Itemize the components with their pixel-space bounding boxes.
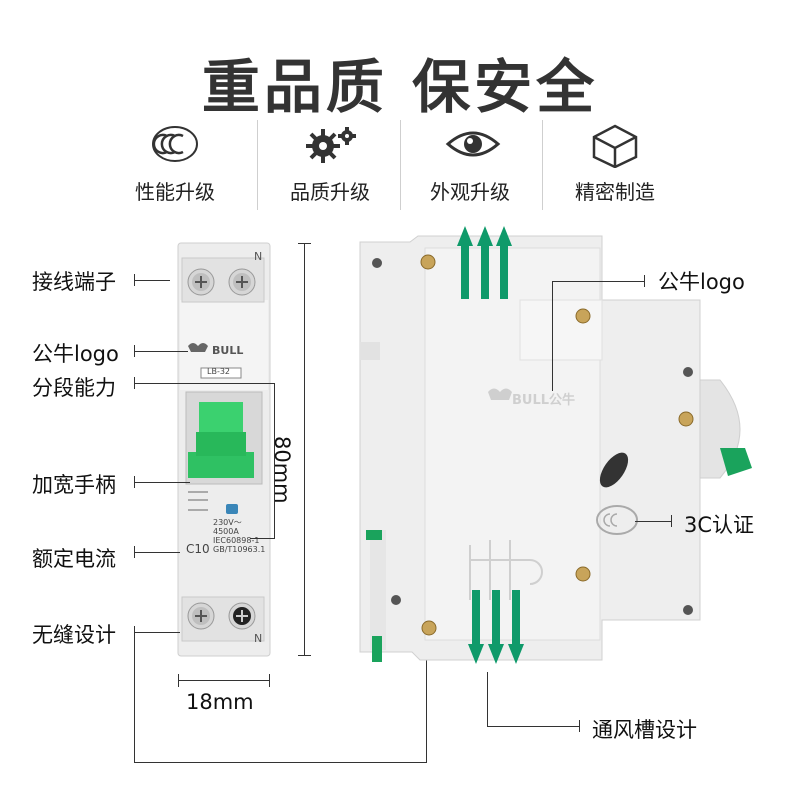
dimension-line-height — [304, 243, 305, 656]
callout-line — [274, 383, 275, 538]
feature-label: 精密制造 — [575, 180, 655, 204]
dimension-tick — [298, 243, 311, 244]
callout-line — [134, 476, 135, 488]
divider — [542, 120, 543, 210]
callout-vent: 通风槽设计 — [592, 718, 697, 742]
callout-rated: 额定电流 — [32, 547, 116, 571]
callout-line — [134, 383, 274, 384]
callout-line — [250, 538, 275, 539]
divider — [257, 120, 258, 210]
dimension-tick — [298, 655, 311, 656]
spec-block: 230V～ 4500A IEC60898-1 GB/T10963.1 — [213, 518, 265, 554]
terminal-mark: N — [254, 250, 263, 263]
voltage-text: 230V～ — [213, 518, 242, 527]
callout-line — [134, 274, 135, 286]
gears-icon — [306, 127, 356, 163]
capacity-text: 4500A — [213, 527, 239, 536]
callout-line — [487, 726, 579, 727]
dimension-tick — [269, 674, 270, 687]
standard-text: GB/T10963.1 — [213, 545, 266, 554]
dimension-tick — [178, 674, 179, 687]
callout-line — [134, 345, 135, 357]
feature-performance: 性能升级 — [105, 118, 245, 218]
callout-line — [552, 281, 553, 391]
breaker-side-view — [359, 226, 752, 664]
callout-handle: 加宽手柄 — [32, 473, 116, 497]
callout-line — [134, 280, 170, 281]
divider — [400, 120, 401, 210]
callout-seamless: 无缝设计 — [32, 623, 116, 647]
dimension-line-width — [178, 680, 270, 681]
callout-cert: 3C认证 — [684, 513, 755, 537]
callout-line — [671, 515, 672, 527]
callout-line — [635, 521, 671, 522]
callout-line — [134, 552, 180, 553]
callout-line — [487, 672, 488, 726]
callout-line — [134, 626, 135, 762]
side-brand-emboss: BULL公牛 — [512, 393, 576, 408]
callout-breaking: 分段能力 — [32, 376, 116, 400]
callout-line — [644, 275, 645, 287]
feature-label: 品质升级 — [290, 180, 370, 204]
callout-line — [134, 632, 180, 633]
feature-precision: 精密制造 — [545, 118, 685, 218]
callout-line — [134, 482, 190, 483]
model-label: LB-32 — [207, 367, 231, 376]
callout-logo: 公牛logo — [32, 342, 119, 366]
page-title: 重品质 保安全 — [201, 53, 599, 121]
brand-logo: BULL — [212, 344, 244, 357]
callout-line — [579, 720, 580, 732]
callout-line — [426, 560, 427, 763]
callout-line — [134, 546, 135, 558]
callout-line — [134, 762, 426, 763]
callout-terminal: 接线端子 — [32, 270, 116, 294]
3c-certification-icon — [152, 126, 198, 162]
dimension-width: 18mm — [186, 690, 254, 714]
rating-text: C10 — [186, 542, 210, 556]
feature-quality: 品质升级 — [260, 118, 400, 218]
terminal-mark: N — [254, 632, 263, 645]
dimension-height: 80mm — [270, 436, 294, 504]
eye-icon — [445, 131, 501, 157]
callout-line — [552, 281, 644, 282]
feature-label: 性能升级 — [135, 180, 215, 204]
callout-line — [134, 351, 188, 352]
cube-icon — [592, 124, 638, 168]
callout-side-logo: 公牛logo — [658, 270, 745, 294]
breaker-front-view — [177, 242, 271, 657]
feature-appearance: 外观升级 — [400, 118, 540, 218]
feature-label: 外观升级 — [430, 180, 510, 204]
standard-text: IEC60898-1 — [213, 536, 260, 545]
callout-line — [134, 377, 135, 389]
